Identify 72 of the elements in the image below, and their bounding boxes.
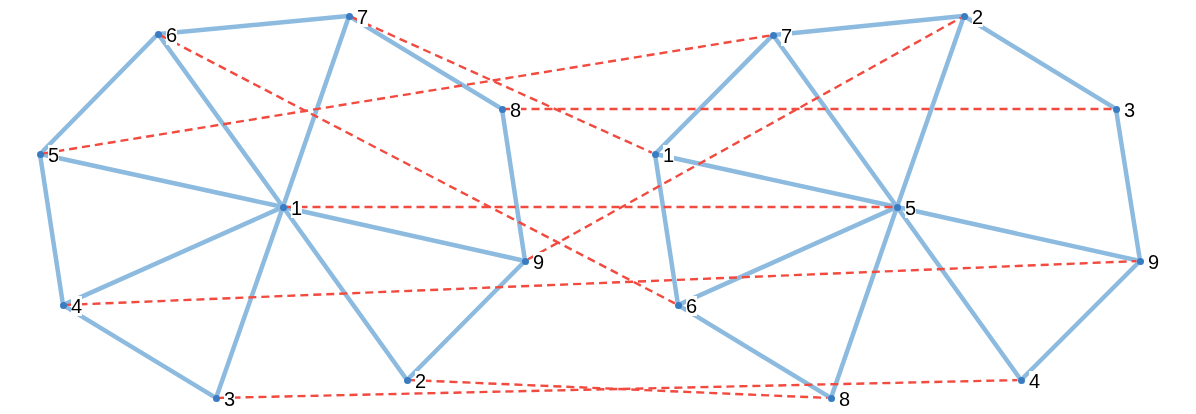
dashed-edge-line [66, 259, 1137, 307]
edge-line [898, 205, 1139, 263]
dashed-edge-line [219, 378, 1018, 400]
vertex-dot [498, 105, 506, 113]
vertex-dot [893, 203, 901, 211]
vertex-dot [960, 12, 968, 20]
dashed-edge-line [351, 16, 653, 154]
vertex-label: 2 [415, 371, 427, 391]
edge-line [1021, 261, 1140, 380]
dashed-edge-line [160, 34, 676, 305]
dashed-edge-line [286, 205, 894, 209]
edge-line [774, 14, 963, 37]
edge-line [41, 152, 282, 209]
vertex-dot [1136, 257, 1144, 265]
edge-line [772, 35, 898, 207]
vertex-dot [59, 301, 67, 309]
vertex-label: 2 [972, 7, 984, 27]
edge-line [284, 205, 524, 263]
vertex-dot [154, 30, 162, 38]
dashed-edge-line [505, 107, 1113, 111]
edge-line [655, 35, 773, 154]
edge-line [964, 15, 1116, 110]
vertex-label: 5 [905, 198, 917, 218]
vertex-dot [827, 394, 835, 402]
vertex-dot [345, 12, 353, 20]
vertex-label: 5 [48, 145, 60, 165]
vertex-dot [521, 257, 529, 265]
dashed-edge-line [527, 16, 962, 261]
vertex-label: 3 [1124, 100, 1136, 120]
vertex-dot [279, 203, 287, 211]
vertex-label: 1 [291, 198, 303, 218]
edge-line [38, 155, 65, 304]
vertex-label: 7 [781, 26, 793, 46]
edge-line [829, 208, 899, 397]
edge-line [63, 206, 283, 306]
edge-line [653, 155, 680, 304]
vertex-label: 1 [663, 145, 675, 165]
edge-line [407, 261, 525, 380]
vertex-label: 4 [1029, 371, 1041, 391]
edge-line [500, 110, 527, 260]
edge-line [159, 14, 348, 36]
edge-line [895, 17, 966, 206]
vertex-label: 4 [71, 296, 83, 316]
edge-line [282, 207, 408, 380]
dashed-edge-line [410, 378, 828, 400]
vertex-label: 9 [533, 252, 545, 272]
edge-line [349, 15, 502, 110]
vertex-dot [212, 394, 220, 402]
vertex-dot [651, 150, 659, 158]
vertex-dot [674, 301, 682, 309]
vertex-label: 8 [839, 389, 851, 409]
edge-line [656, 152, 896, 209]
vertex-dot [36, 150, 44, 158]
edge-line [63, 304, 216, 399]
vertex-dot [1017, 376, 1025, 384]
edge-line [678, 304, 831, 399]
vertex-label: 3 [224, 389, 236, 409]
vertex-dot [769, 31, 777, 39]
edge-line [214, 208, 285, 397]
vertex-dot [1112, 105, 1120, 113]
edge-line [896, 207, 1022, 380]
dashed-edge-line [43, 34, 770, 155]
edge-line [678, 206, 897, 306]
vertex-label: 9 [1148, 252, 1160, 272]
vertex-label: 8 [510, 100, 522, 120]
vertex-label: 7 [357, 7, 369, 27]
vertex-dot [403, 376, 411, 384]
edge-line [40, 34, 158, 154]
vertex-label: 6 [686, 296, 698, 316]
vertex-label: 6 [166, 25, 178, 45]
edge-line [1114, 110, 1142, 260]
edge-line [281, 17, 351, 206]
